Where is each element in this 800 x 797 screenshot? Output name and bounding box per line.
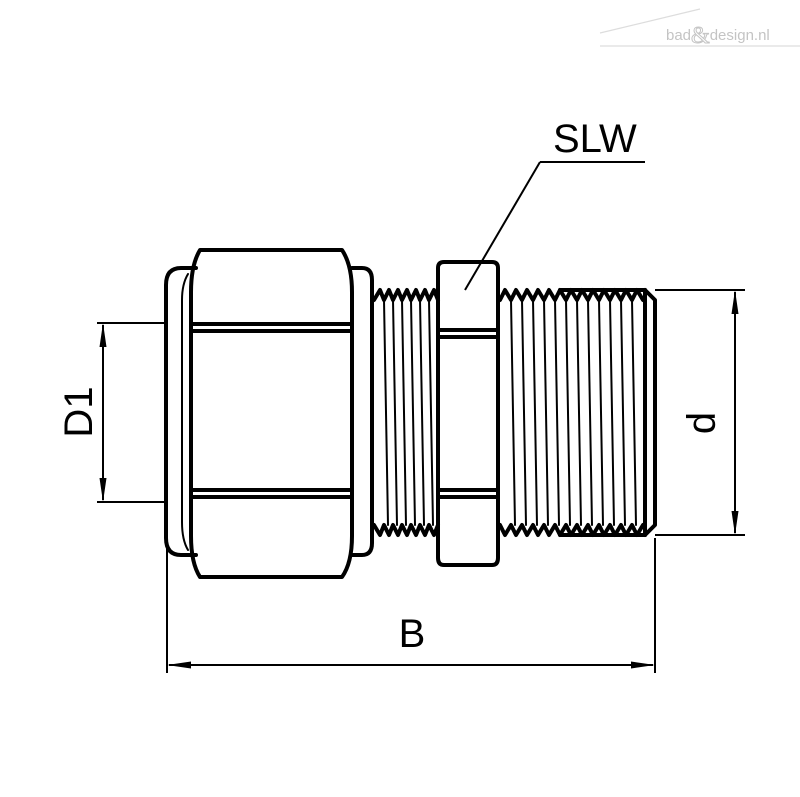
b-label: B	[399, 612, 426, 656]
body-hex-outline	[436, 260, 500, 567]
compression-cap	[164, 266, 198, 557]
male-thread-line	[510, 299, 516, 526]
male-thread-line	[576, 299, 582, 526]
d1-arrow-top	[99, 323, 107, 347]
male-thread-line	[565, 299, 571, 526]
inner-thread-line	[428, 299, 434, 526]
watermark-text: bad&design.nl	[666, 23, 770, 49]
slw-callout: SLW	[464, 117, 645, 291]
watermark-ampersand: &	[691, 23, 710, 49]
d-dimension: d	[655, 289, 745, 536]
inner-thread-section	[372, 288, 440, 537]
b-dimension: B	[166, 538, 656, 673]
hex-nut	[189, 248, 354, 579]
male-thread-end	[498, 288, 657, 537]
male-thread-line	[554, 299, 560, 526]
inner-thread-line	[419, 299, 425, 526]
cap-outline	[164, 266, 198, 557]
d-arrow-top	[731, 290, 739, 314]
b-arrow-left	[167, 661, 191, 669]
body-hex-slw	[436, 260, 500, 567]
slw-leader-line	[464, 161, 541, 291]
watermark-part2: design.nl	[710, 27, 770, 44]
inner-thread-bottom-profile	[372, 523, 440, 537]
male-thread-end-face	[643, 288, 657, 537]
nut-collar	[350, 266, 374, 557]
slw-label: SLW	[553, 117, 637, 161]
male-thread-line	[543, 299, 549, 526]
watermark-roof-line	[599, 8, 701, 34]
b-arrow-right	[631, 661, 655, 669]
inner-thread-line	[401, 299, 407, 526]
male-thread-line	[620, 299, 626, 526]
d1-label: D1	[57, 386, 101, 437]
inner-thread-line	[392, 299, 398, 526]
inner-thread-top-profile	[372, 288, 440, 302]
inner-thread-line	[383, 299, 389, 526]
male-thread-line	[521, 299, 527, 526]
male-thread-line	[609, 299, 615, 526]
watermark-part1: bad	[666, 27, 691, 44]
d-arrow-bottom	[731, 511, 739, 535]
d1-arrow-bottom	[99, 478, 107, 502]
d1-dimension: D1	[57, 322, 165, 503]
inner-thread-line	[410, 299, 416, 526]
male-thread-line	[532, 299, 538, 526]
watermark-logo: bad&design.nl	[599, 8, 800, 50]
male-thread-line	[587, 299, 593, 526]
cap-inner-line	[181, 273, 189, 551]
d-label: d	[680, 412, 724, 434]
male-thread-line	[631, 299, 637, 526]
hex-nut-outline	[189, 248, 354, 579]
male-thread-line	[598, 299, 604, 526]
